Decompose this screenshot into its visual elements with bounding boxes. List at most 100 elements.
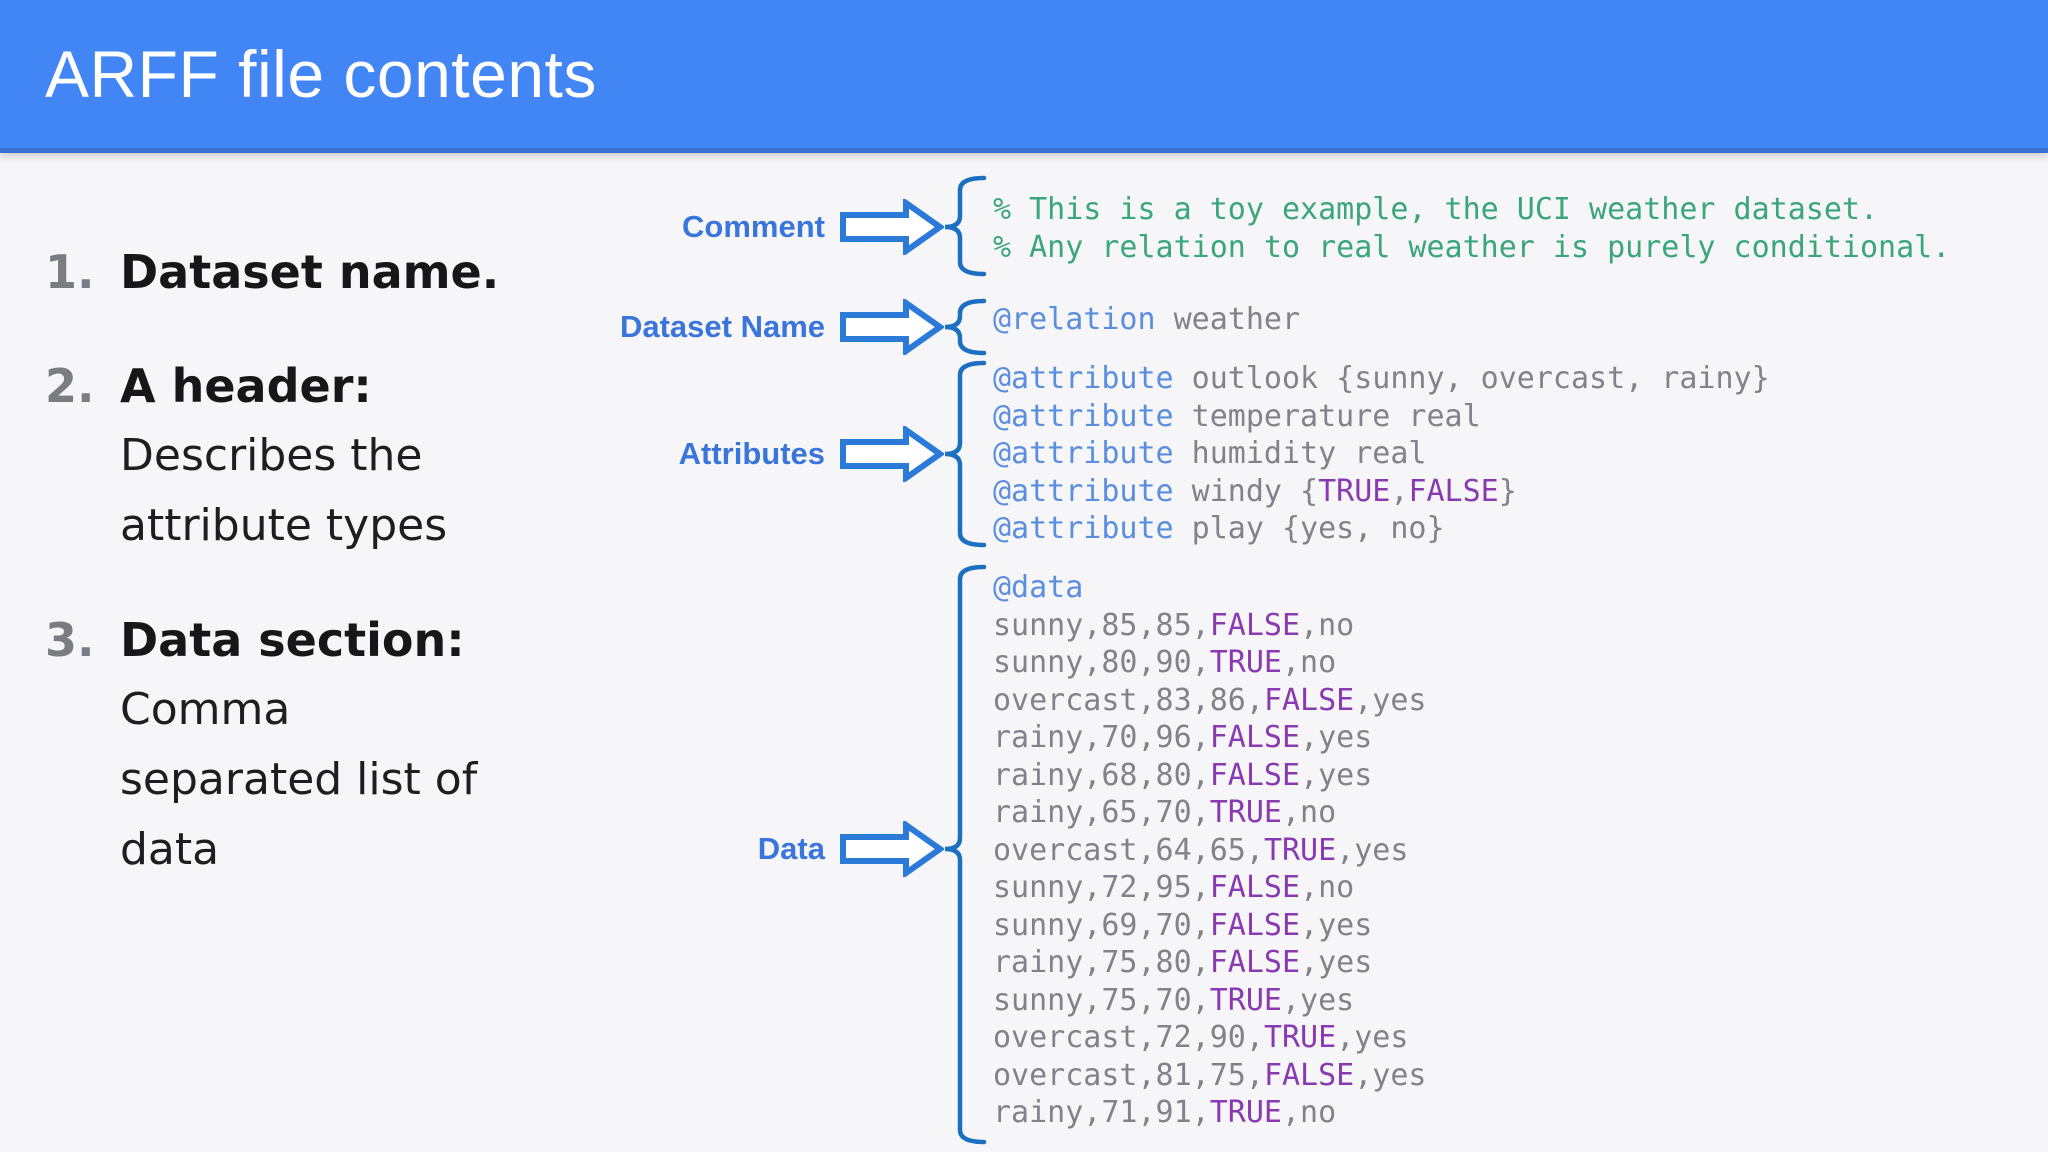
- code-line: rainy,70,96,FALSE,yes: [993, 719, 1427, 757]
- code-token-purple: FALSE: [1209, 945, 1301, 980]
- list-item-detail: data: [120, 824, 220, 875]
- annotation-label-data: Data: [757, 831, 825, 866]
- code-token-purple: TRUE: [1263, 832, 1337, 868]
- code-token-gray: outlook {sunny, overcast, rainy}: [1173, 361, 1770, 396]
- code-token-gray: ,yes: [1282, 982, 1355, 1018]
- arrow-right-icon: [840, 821, 944, 877]
- code-token-gray: sunny,80,90,: [993, 645, 1210, 680]
- code-token-green: % Any relation to real weather is purely…: [993, 229, 1951, 265]
- code-token-gray: play {yes, no}: [1173, 511, 1445, 546]
- list-item-detail: Describes the: [120, 430, 423, 481]
- code-line: @attribute outlook {sunny, overcast, rai…: [993, 360, 1770, 398]
- list-item-3: 3. Data section: Comma separated list of dat…: [45, 605, 685, 885]
- code-token-gray: rainy,70,96,: [993, 720, 1210, 755]
- list-item-body: A header: Describes the attribute types: [120, 351, 685, 561]
- code-line: sunny,72,95,FALSE,no: [993, 869, 1427, 907]
- code-line: sunny,85,85,FALSE,no: [993, 607, 1427, 645]
- code-token-purple: TRUE: [1318, 473, 1391, 509]
- code-line: overcast,81,75,FALSE,yes: [993, 1057, 1427, 1095]
- code-token-purple: TRUE: [1209, 645, 1282, 680]
- arrow-right-icon: [840, 426, 944, 482]
- code-section-attributes: @attribute outlook {sunny, overcast, rai…: [993, 360, 1770, 548]
- code-line: % This is a toy example, the UCI weather…: [993, 191, 1950, 229]
- code-line: overcast,64,65,TRUE,yes: [993, 832, 1427, 870]
- list-item-detail: attribute types: [120, 500, 448, 551]
- code-token-blue: @data: [993, 570, 1084, 605]
- code-token-gray: sunny,85,85,: [993, 607, 1210, 643]
- code-brace-comment: [944, 175, 987, 277]
- code-token-gray: overcast,72,90,: [993, 1020, 1264, 1055]
- list-item-number: 2.: [45, 359, 95, 413]
- code-token-blue: @attribute: [993, 511, 1174, 546]
- key-points-list: 1.Dataset name. 2. A header: Describes the a…: [45, 237, 685, 929]
- code-line: rainy,75,80,FALSE,yes: [993, 944, 1427, 982]
- code-token-gray: rainy,71,91,: [993, 1095, 1210, 1130]
- code-token-purple: FALSE: [1209, 720, 1301, 755]
- annotation-label-comment: Comment: [682, 209, 825, 244]
- code-block: % This is a toy example, the UCI weather…: [993, 0, 2033, 1152]
- list-item-2: 2. A header: Describes the attribute types: [45, 351, 685, 561]
- code-braces: [944, 175, 987, 1145]
- code-token-gray: ,yes: [1336, 1020, 1409, 1055]
- code-token-gray: overcast,64,65,: [993, 832, 1264, 868]
- code-token-purple: TRUE: [1263, 1020, 1337, 1055]
- code-token-gray: rainy,65,70,: [993, 795, 1210, 830]
- code-token-purple: FALSE: [1263, 682, 1355, 718]
- code-token-purple: FALSE: [1209, 757, 1301, 793]
- code-token-purple: FALSE: [1408, 473, 1499, 509]
- annotation-label-attributes: Attributes: [678, 436, 825, 471]
- code-token-gray: humidity real: [1173, 436, 1427, 471]
- code-token-purple: FALSE: [1209, 607, 1301, 643]
- code-token-gray: }: [1498, 473, 1517, 509]
- code-token-gray: ,yes: [1300, 945, 1373, 980]
- code-token-green: % This is a toy example, the UCI weather…: [993, 192, 1879, 227]
- code-token-gray: ,no: [1300, 870, 1355, 905]
- code-line: @attribute humidity real: [993, 435, 1770, 473]
- code-token-blue: @attribute: [993, 473, 1174, 509]
- code-token-gray: ,yes: [1354, 1057, 1427, 1093]
- arrow-right-icon: [840, 199, 944, 255]
- code-token-gray: temperature real: [1173, 398, 1481, 434]
- code-token-purple: TRUE: [1209, 795, 1282, 830]
- code-line: overcast,72,90,TRUE,yes: [993, 1019, 1427, 1057]
- slide-header: ARFF file contents: [0, 0, 2048, 153]
- code-token-gray: weather: [1155, 302, 1301, 337]
- list-item-body: Data section: Comma separated list of data: [120, 605, 685, 885]
- code-line: sunny,69,70,FALSE,yes: [993, 907, 1427, 945]
- code-token-purple: FALSE: [1263, 1057, 1355, 1093]
- code-line: @attribute temperature real: [993, 398, 1770, 436]
- list-item-title: A header:: [120, 359, 372, 413]
- code-brace-data: [944, 564, 987, 1145]
- code-section-relation: @relation weather: [993, 301, 1300, 339]
- list-item-detail: Comma: [120, 684, 291, 735]
- code-token-gray: rainy,75,80,: [993, 945, 1210, 980]
- code-line: @attribute play {yes, no}: [993, 510, 1770, 548]
- code-token-gray: ,no: [1282, 645, 1337, 680]
- code-token-gray: sunny,75,70,: [993, 982, 1210, 1018]
- code-token-gray: ,no: [1282, 795, 1337, 830]
- list-item-number: 3.: [45, 613, 95, 667]
- code-brace-attributes: [944, 360, 987, 548]
- code-line: sunny,80,90,TRUE,no: [993, 644, 1427, 682]
- list-item-title: Data section:: [120, 613, 465, 667]
- code-token-gray: overcast,81,75,: [993, 1057, 1264, 1093]
- list-item-1: 1.Dataset name.: [45, 237, 685, 307]
- code-brace-dataset-name: [944, 298, 987, 356]
- code-token-blue: @attribute: [993, 398, 1174, 434]
- arrow-right-icon: [840, 299, 944, 355]
- code-section-comments: % This is a toy example, the UCI weather…: [993, 191, 1950, 266]
- code-token-blue: @relation: [993, 302, 1156, 337]
- code-token-gray: windy {: [1173, 473, 1319, 509]
- code-token-gray: ,yes: [1300, 907, 1373, 943]
- code-line: % Any relation to real weather is purely…: [993, 229, 1950, 267]
- code-line: @relation weather: [993, 301, 1300, 339]
- list-item-body: Dataset name.: [120, 237, 685, 307]
- code-line: @data: [993, 569, 1427, 607]
- code-token-gray: sunny,69,70,: [993, 907, 1210, 943]
- code-token-gray: ,: [1390, 473, 1409, 509]
- code-token-blue: @attribute: [993, 361, 1174, 396]
- code-token-gray: ,no: [1282, 1095, 1337, 1130]
- list-item-detail: separated list of: [120, 754, 478, 805]
